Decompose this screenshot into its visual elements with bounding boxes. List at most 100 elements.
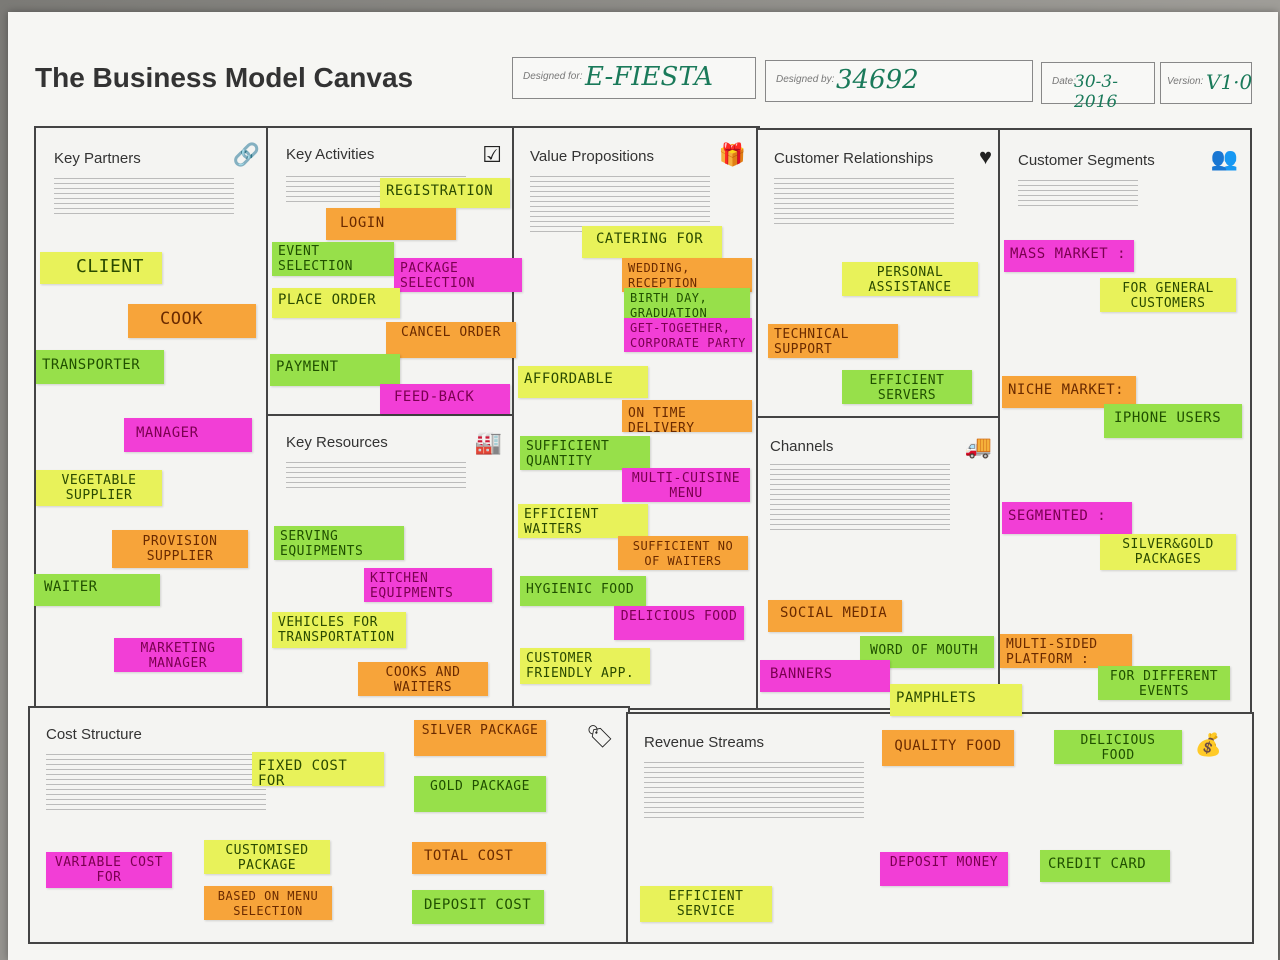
sticky-note: CUSTOMER FRIENDLY APP. — [520, 648, 650, 684]
sticky-note: MULTI-SIDED PLATFORM : — [1000, 634, 1132, 668]
sticky-note: TOTAL COST — [412, 842, 546, 874]
sticky-note: DELICIOUS FOOD — [614, 606, 744, 640]
gift-icon: 🎁 — [718, 142, 746, 167]
link-icon: 🔗 — [232, 142, 260, 167]
date-value: 30-3-2016 — [1074, 72, 1118, 112]
sticky-note: SEGMENTED : — [1002, 502, 1132, 534]
customer-segments-title: Customer Segments — [1018, 152, 1155, 169]
sticky-note: SUFFICIENT QUANTITY — [520, 436, 650, 470]
channels-prompts — [770, 464, 950, 530]
sticky-note: FOR DIFFERENT EVENTS — [1098, 666, 1230, 700]
designed-by-label: Designed by: — [776, 74, 835, 85]
version-value: V1·0 — [1206, 70, 1253, 94]
designed-for-value: E-FIESTA — [585, 62, 714, 92]
page-title: The Business Model Canvas — [35, 62, 414, 93]
key-activities-prompts — [286, 176, 466, 202]
sticky-note: MARKETING MANAGER — [114, 638, 242, 672]
sticky-note: SERVING EQUIPMENTS — [274, 526, 404, 560]
version-box: Version: V1·0 — [1160, 62, 1252, 104]
sticky-note: IPHONE USERS — [1104, 404, 1242, 438]
sticky-note: AFFORDABLE — [518, 366, 648, 398]
sticky-note: FIXED COST FOR — [252, 752, 384, 786]
sticky-note: CREDIT CARD — [1040, 850, 1170, 882]
sticky-note: WAITER — [34, 574, 160, 606]
sticky-note: PAMPHLETS — [890, 684, 1022, 716]
sticky-note: CATERING FOR — [582, 226, 722, 258]
sticky-note: TECHNICAL SUPPORT — [768, 324, 898, 358]
sticky-note: ON TIME DELIVERY — [622, 400, 752, 432]
sticky-note: REGISTRATION — [380, 178, 510, 208]
money-bag-icon: 💰 — [1194, 732, 1222, 757]
designed-for-box: Designed for: E-FIESTA — [512, 57, 756, 99]
people-icon: 👥 — [1210, 146, 1238, 171]
sticky-note: EFFICIENT SERVICE — [640, 886, 772, 922]
sticky-note: VEGETABLE SUPPLIER — [36, 470, 162, 506]
sticky-note: COOK — [128, 304, 256, 338]
sticky-note: KITCHEN EQUIPMENTS — [364, 568, 492, 602]
sticky-note: BANNERS — [760, 660, 890, 692]
sticky-note: SILVER PACKAGE — [414, 720, 546, 756]
truck-icon: 🚚 — [964, 434, 992, 459]
factory-icon: 🏭 — [474, 430, 502, 455]
date-label: Date: — [1052, 76, 1076, 87]
value-propositions-title: Value Propositions — [530, 148, 654, 165]
sticky-note: DELICIOUS FOOD — [1054, 730, 1182, 764]
sticky-note: SILVER&GOLD PACKAGES — [1100, 534, 1236, 570]
sticky-note: SOCIAL MEDIA — [768, 600, 902, 632]
sticky-note: PACKAGE SELECTION — [394, 258, 522, 292]
customer-relationships-title: Customer Relationships — [774, 150, 934, 167]
cost-structure-title: Cost Structure — [46, 726, 142, 743]
value-propositions-prompts — [530, 176, 710, 232]
cost-structure-prompts — [46, 754, 266, 810]
designed-by-box: Designed by: 34692 — [765, 60, 1033, 102]
sticky-note: VEHICLES FOR TRANSPORTATION — [272, 612, 406, 648]
sticky-note: EFFICIENT SERVERS — [842, 370, 972, 404]
sticky-note: EFFICIENT WAITERS — [518, 504, 648, 538]
sticky-note: COOKS AND WAITERS — [358, 662, 488, 696]
sticky-note: QUALITY FOOD — [882, 730, 1014, 766]
sticky-note: EVENT SELECTION — [272, 242, 394, 276]
sticky-note: NICHE MARKET: — [1002, 376, 1136, 408]
sticky-note: WEDDING, RECEPTION — [622, 258, 752, 292]
sticky-note: PROVISION SUPPLIER — [112, 530, 248, 568]
key-resources-title: Key Resources — [286, 434, 388, 451]
key-resources-block: Key Resources 🏭 — [266, 414, 514, 710]
sticky-note: PAYMENT — [270, 354, 400, 386]
sticky-note: CUSTOMISED PACKAGE — [204, 840, 330, 874]
sticky-note: FEED-BACK — [380, 384, 510, 414]
sticky-note: DEPOSIT MONEY — [880, 852, 1008, 886]
sticky-note: GOLD PACKAGE — [414, 776, 546, 812]
sticky-note: MULTI-CUISINE MENU — [622, 468, 750, 502]
sticky-note: FOR GENERAL CUSTOMERS — [1100, 278, 1236, 312]
sticky-note: PERSONAL ASSISTANCE — [842, 262, 978, 296]
sticky-note: TRANSPORTER — [36, 350, 164, 384]
customer-segments-prompts — [1018, 180, 1138, 206]
key-activities-title: Key Activities — [286, 146, 375, 163]
customer-relationships-prompts — [774, 178, 954, 224]
tag-icon: 🏷 — [586, 724, 614, 749]
sticky-note: GET-TOGETHER, CORPORATE PARTY — [624, 318, 752, 352]
sticky-note: CLIENT — [40, 252, 162, 284]
sticky-note: PLACE ORDER — [272, 288, 400, 318]
date-box: Date: 30-3-2016 — [1041, 62, 1155, 112]
sticky-note: BASED ON MENU SELECTION — [204, 886, 332, 920]
heart-icon: ♥ — [978, 144, 992, 169]
revenue-streams-prompts — [644, 762, 864, 818]
sticky-note: CANCEL ORDER — [386, 322, 516, 358]
sticky-note: SUFFICIENT NO OF WAITERS — [618, 536, 748, 570]
designed-for-label: Designed for: — [523, 71, 583, 82]
sticky-note: MASS MARKET : — [1004, 240, 1134, 272]
sticky-note: HYGIENIC FOOD — [520, 576, 646, 606]
version-label: Version: — [1167, 76, 1204, 87]
key-partners-title: Key Partners — [54, 150, 141, 167]
sticky-note: LOGIN — [326, 208, 456, 240]
revenue-streams-title: Revenue Streams — [644, 734, 765, 751]
sticky-note: MANAGER — [124, 418, 252, 452]
channels-title: Channels — [770, 438, 834, 455]
key-resources-prompts — [286, 462, 466, 488]
sticky-note: DEPOSIT COST — [412, 890, 544, 924]
key-partners-prompts — [54, 178, 234, 214]
sticky-note: BIRTH DAY, GRADUATION — [624, 288, 750, 322]
designed-by-value: 34692 — [836, 65, 919, 95]
